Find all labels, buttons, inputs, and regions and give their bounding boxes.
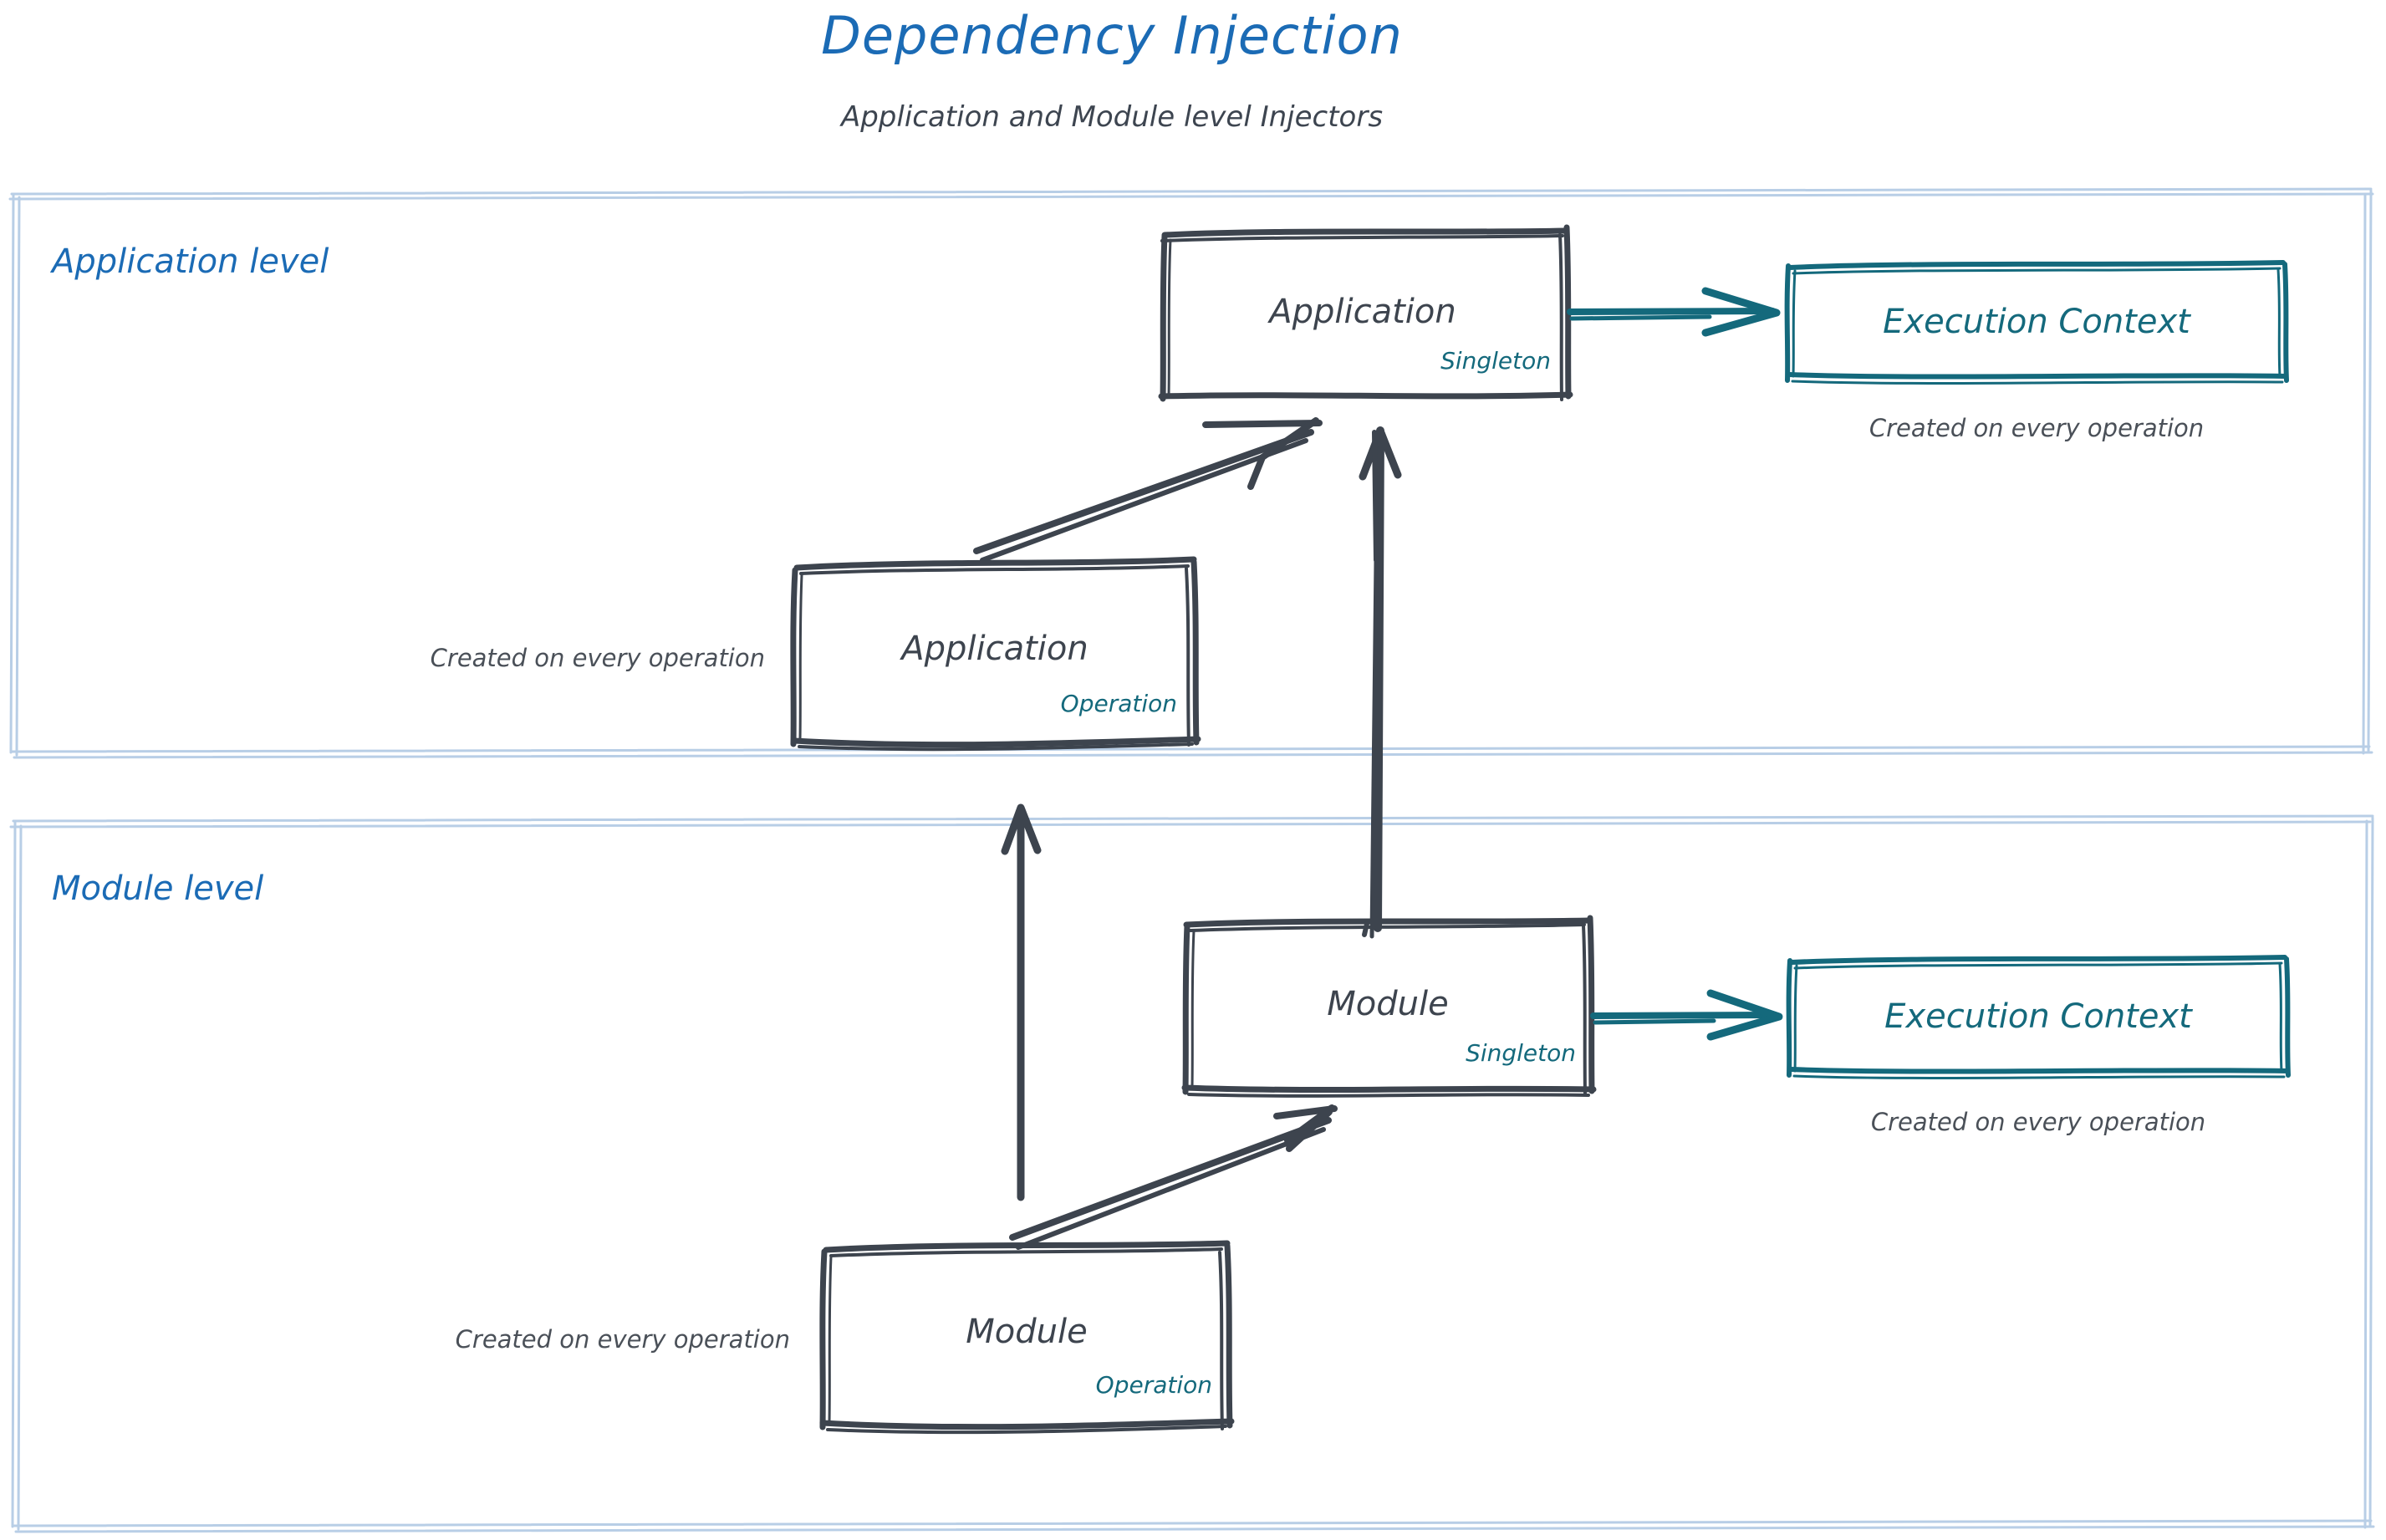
- app-zone-top-border: [8, 187, 2374, 201]
- module-execution-context-title: Execution Context: [1884, 997, 2192, 1036]
- module-zone-right-border: [2363, 816, 2374, 1529]
- module-operation-box-outline[interactable]: [819, 1240, 1235, 1435]
- application-operation-title: Application: [901, 630, 1088, 668]
- zone-label-module-level: Module level: [52, 869, 264, 908]
- arrow-module-operation-to-app-operation: [1001, 803, 1042, 1201]
- module-singleton-box-outline[interactable]: [1181, 915, 1597, 1098]
- app-zone-left-border: [9, 192, 21, 757]
- module-zone-top-border: [9, 814, 2374, 829]
- arrow-app-singleton-to-exec-context: [1567, 287, 1781, 337]
- application-singleton-scope: Singleton: [1440, 347, 1551, 375]
- arrow-app-operation-to-app-singleton: [973, 417, 1323, 563]
- page-subtitle: Application and Module level Injectors: [840, 100, 1384, 134]
- application-singleton-box-outline[interactable]: [1158, 224, 1573, 402]
- module-execution-context-box-outline[interactable]: [1786, 955, 2291, 1079]
- arrow-module-singleton-to-exec-context: [1590, 989, 1783, 1041]
- module-execution-context-caption: Created on every operation: [1870, 1108, 2206, 1136]
- application-operation-box-outline[interactable]: [790, 556, 1201, 752]
- application-execution-context-title: Execution Context: [1883, 303, 2190, 341]
- app-zone-bottom-border: [10, 745, 2373, 759]
- module-singleton-scope: Singleton: [1466, 1039, 1576, 1067]
- application-operation-caption: Created on every operation: [430, 644, 765, 672]
- module-zone-left-border: [11, 821, 23, 1531]
- zone-label-application-level: Application level: [52, 242, 329, 281]
- module-zone-bottom-border: [12, 1519, 2375, 1533]
- module-operation-scope: Operation: [1095, 1371, 1212, 1399]
- app-zone-right-border: [2362, 189, 2373, 755]
- application-execution-context-caption: Created on every operation: [1869, 414, 2205, 442]
- arrow-module-operation-to-module-singleton: [1009, 1104, 1338, 1250]
- module-operation-title: Module: [966, 1313, 1088, 1351]
- application-execution-context-box-outline[interactable]: [1784, 260, 2289, 385]
- arrow-module-singleton-to-app-singleton: [1359, 426, 1402, 939]
- module-singleton-title: Module: [1327, 985, 1449, 1023]
- page-title: Dependency Injection: [821, 5, 1403, 66]
- application-singleton-title: Application: [1269, 293, 1456, 331]
- module-operation-caption: Created on every operation: [455, 1325, 790, 1354]
- application-operation-scope: Operation: [1060, 690, 1177, 717]
